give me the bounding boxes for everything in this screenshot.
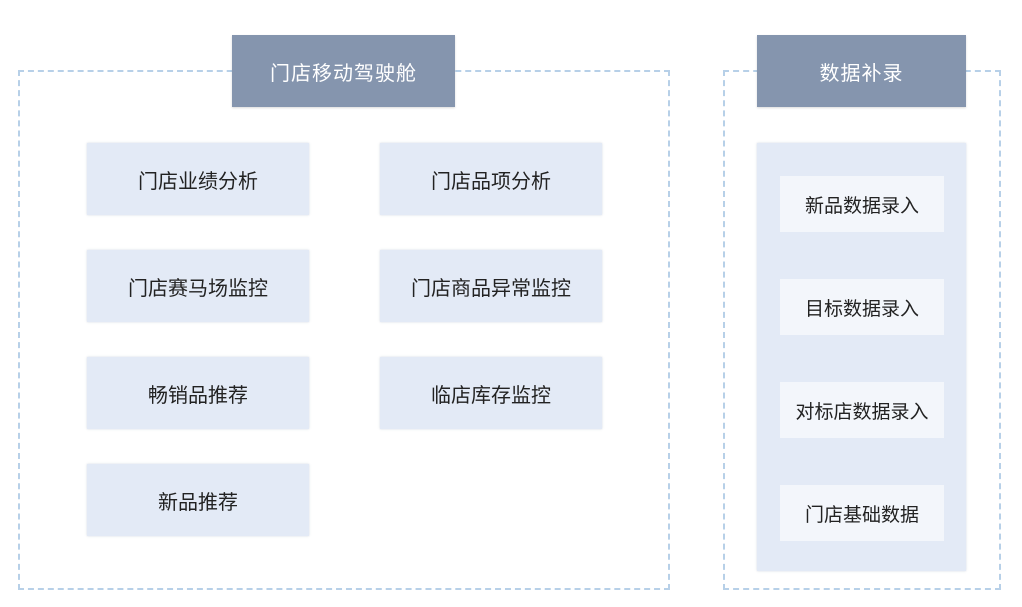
data-entry-title: 数据补录 — [757, 35, 966, 107]
new-product-data-entry: 新品数据录入 — [780, 176, 944, 232]
benchmark-store-data-entry: 对标店数据录入 — [780, 382, 944, 438]
target-data-entry: 目标数据录入 — [780, 279, 944, 335]
store-item-analysis: 门店品项分析 — [380, 143, 602, 215]
bestseller-recommendation: 畅销品推荐 — [87, 357, 309, 429]
cockpit-title: 门店移动驾驶舱 — [232, 35, 455, 107]
new-product-recommendation: 新品推荐 — [87, 464, 309, 536]
store-basic-data: 门店基础数据 — [780, 485, 944, 541]
store-race-monitor: 门店赛马场监控 — [87, 250, 309, 322]
store-product-anomaly-monitor: 门店商品异常监控 — [380, 250, 602, 322]
store-performance-analysis: 门店业绩分析 — [87, 143, 309, 215]
nearby-store-inventory-monitor: 临店库存监控 — [380, 357, 602, 429]
